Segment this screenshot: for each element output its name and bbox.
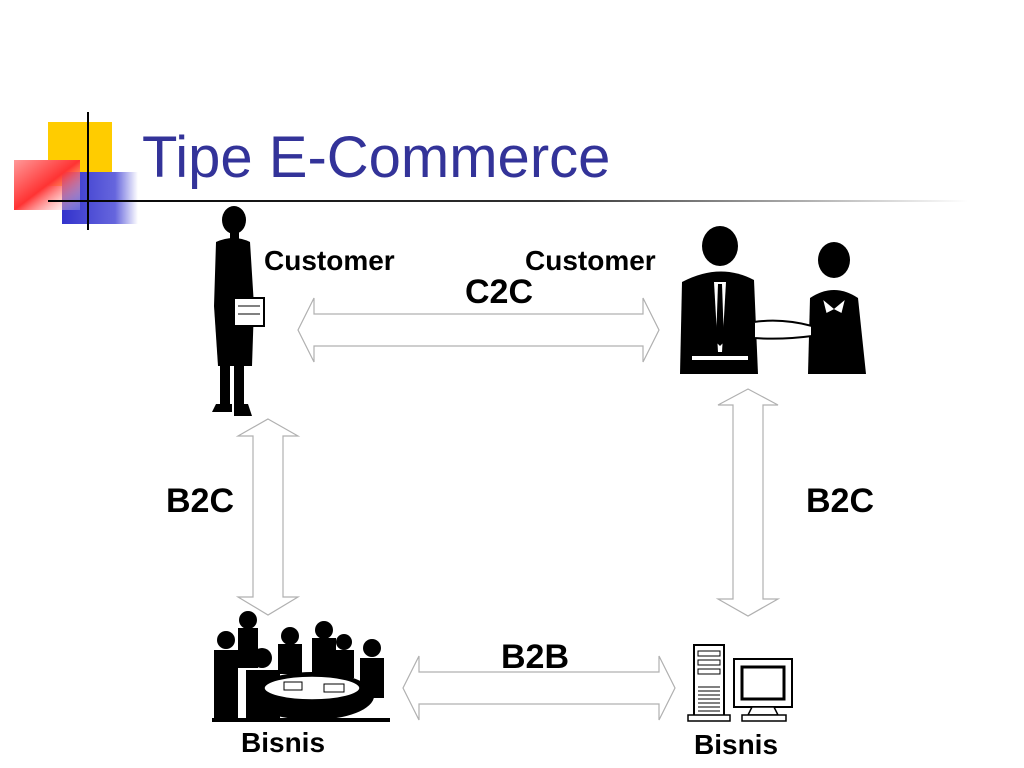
b2b-double-arrow (402, 655, 676, 721)
business-meeting-icon (212, 611, 390, 722)
handshake-icon (680, 226, 866, 374)
c2c-double-arrow (297, 297, 660, 363)
businesswoman-icon (212, 206, 265, 416)
customer-right-label: Customer (525, 245, 656, 276)
b2b-label: B2B (501, 638, 570, 676)
business-left-label: Bisnis (241, 727, 326, 758)
b2c-right-double-arrow (715, 388, 781, 617)
b2c-left-label: B2C (166, 482, 235, 520)
customer-left-label: Customer (264, 245, 395, 276)
c2c-label: C2C (465, 273, 534, 311)
title-decoration (14, 112, 968, 230)
b2c-left-double-arrow (235, 418, 301, 616)
business-right-label: Bisnis (694, 729, 779, 760)
title-rule (48, 200, 968, 202)
page-title: Tipe E-Commerce (142, 125, 611, 190)
b2c-right-label: B2C (806, 482, 875, 520)
computer-icon (687, 644, 793, 722)
